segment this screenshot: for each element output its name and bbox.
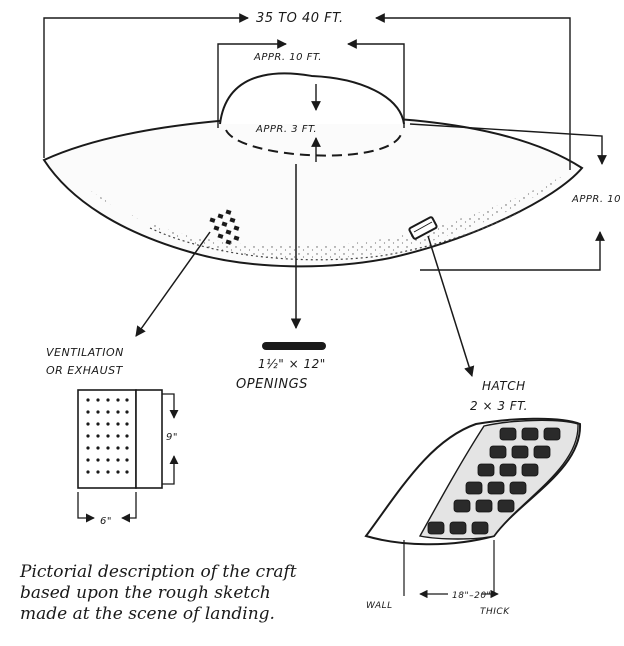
vent-height-arrows [162,393,179,485]
dome [219,72,405,125]
dome-base-dashed [225,129,403,157]
caption-line-2: based upon the rough sketch [20,583,271,603]
saucer [42,72,584,268]
saucer-rim-shadow [149,211,521,261]
vent-title-line1: VENTILATION [46,346,124,359]
thick-label: THICK [480,607,510,617]
caption-line-1: Pictorial description of the craft [20,562,297,582]
wall-label: WALL [366,601,393,611]
hatch-size-label: 2 × 3 FT. [470,399,528,413]
vent-width-arrows [77,492,137,523]
hull-hatch [408,216,438,240]
openings-size-label: 1½" × 12" [258,357,326,371]
vent-width-label: 6" [100,516,112,527]
vent-title-line2: OR EXHAUST [46,364,124,377]
hatch-leader [427,235,475,378]
hull-vent-grille [209,209,240,245]
hatch-title-label: HATCH [482,379,526,393]
vent-holes [86,398,129,474]
hatch-detail [364,417,582,599]
vent-leader [135,231,211,337]
figure-caption: Pictorial description of the craft based… [20,562,380,625]
vent-detail [77,389,179,523]
dome-diameter-dimension [217,39,405,128]
wall-thickness-label: 18"–20" [452,591,491,601]
dome-height-label: APPR. 3 FT. [255,124,317,135]
opening-slot [262,342,326,350]
wall-thickness-arrows [403,540,499,599]
leader-arrows [135,164,475,378]
overall-diameter-label: 35 TO 40 FT. [256,11,344,26]
dome-diameter-label: APPR. 10 FT. [253,52,322,63]
body-height-dimension [409,123,607,271]
caption-line-3: made at the scene of landing. [20,604,275,624]
openings-label: OPENINGS [236,377,308,392]
overall-diameter-dimension [43,13,571,170]
hatch-grips [427,427,561,535]
saucer-shading [60,170,570,259]
vent-height-label: 9" [166,432,178,443]
body-height-label: APPR. 10 FT. [571,194,624,205]
saucer-hull [42,114,584,268]
